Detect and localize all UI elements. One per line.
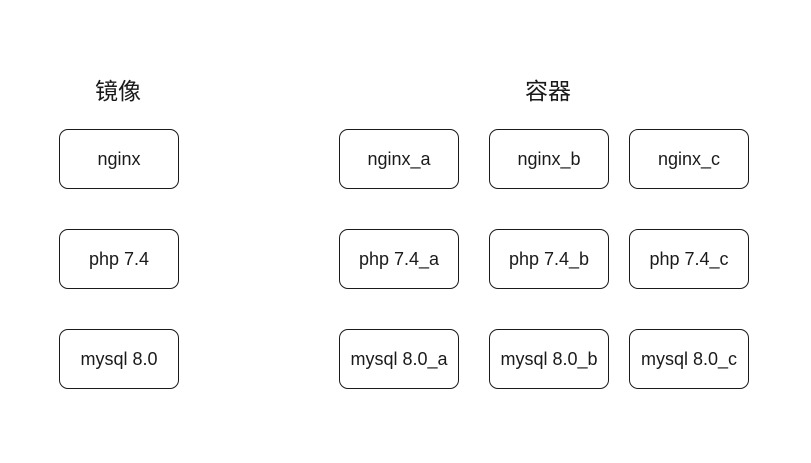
container-node-php-c[interactable]: php 7.4_c xyxy=(629,229,749,289)
container-node-nginx-b[interactable]: nginx_b xyxy=(489,129,609,189)
images-heading: 镜像 xyxy=(95,79,141,105)
container-node-mysql-a[interactable]: mysql 8.0_a xyxy=(339,329,459,389)
container-node-php-b[interactable]: php 7.4_b xyxy=(489,229,609,289)
image-node-php[interactable]: php 7.4 xyxy=(59,229,179,289)
container-node-nginx-a[interactable]: nginx_a xyxy=(339,129,459,189)
container-node-mysql-b[interactable]: mysql 8.0_b xyxy=(489,329,609,389)
containers-heading: 容器 xyxy=(525,79,571,105)
container-node-mysql-c[interactable]: mysql 8.0_c xyxy=(629,329,749,389)
image-node-nginx[interactable]: nginx xyxy=(59,129,179,189)
container-node-php-a[interactable]: php 7.4_a xyxy=(339,229,459,289)
container-node-nginx-c[interactable]: nginx_c xyxy=(629,129,749,189)
image-node-mysql[interactable]: mysql 8.0 xyxy=(59,329,179,389)
